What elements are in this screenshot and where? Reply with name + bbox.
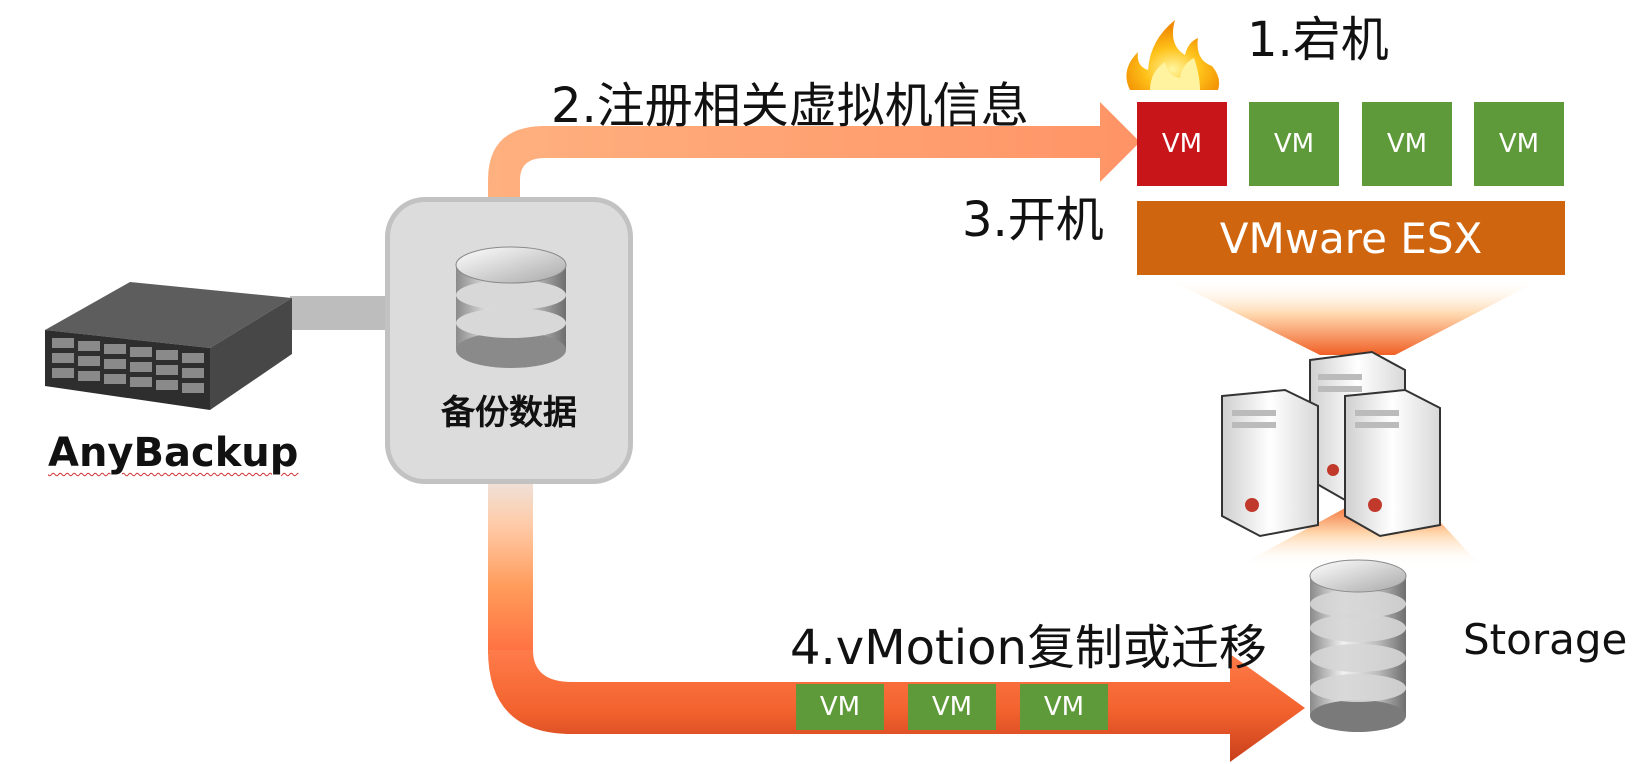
- migrating-vm: VM: [1020, 684, 1108, 730]
- backup-data-label: 备份数据: [441, 393, 577, 433]
- anybackup-label: AnyBackup: [48, 430, 299, 476]
- host-vm-failed: VM: [1137, 102, 1227, 186]
- fire-icon: [1126, 20, 1220, 90]
- host-vm: VM: [1474, 102, 1564, 186]
- backup-data-box: [385, 197, 633, 484]
- storage-label: Storage: [1463, 615, 1628, 664]
- esx-funnel: [1170, 280, 1540, 355]
- server-tower-icon: [1221, 350, 1441, 538]
- vmotion-arrow: [488, 650, 1305, 762]
- step-crash-label: 1.宕机: [1247, 12, 1389, 68]
- host-vm: VM: [1362, 102, 1452, 186]
- migrating-vm: VM: [796, 684, 884, 730]
- step-vmotion-label: 4.vMotion复制或迁移: [790, 620, 1267, 676]
- vmware-esx-bar: VMware ESX: [1137, 201, 1565, 275]
- step-register-label: 2.注册相关虚拟机信息: [551, 78, 1029, 134]
- migrating-vm: VM: [908, 684, 996, 730]
- register-arrow: [488, 102, 1140, 197]
- rack-server-icon: [45, 282, 292, 410]
- database-icon: [455, 246, 567, 368]
- database-stack-icon: [1309, 559, 1407, 732]
- migration-stem: [488, 484, 533, 654]
- step-power-on-label: 3.开机: [962, 192, 1104, 248]
- host-vm: VM: [1249, 102, 1339, 186]
- connector-bar: [290, 296, 390, 330]
